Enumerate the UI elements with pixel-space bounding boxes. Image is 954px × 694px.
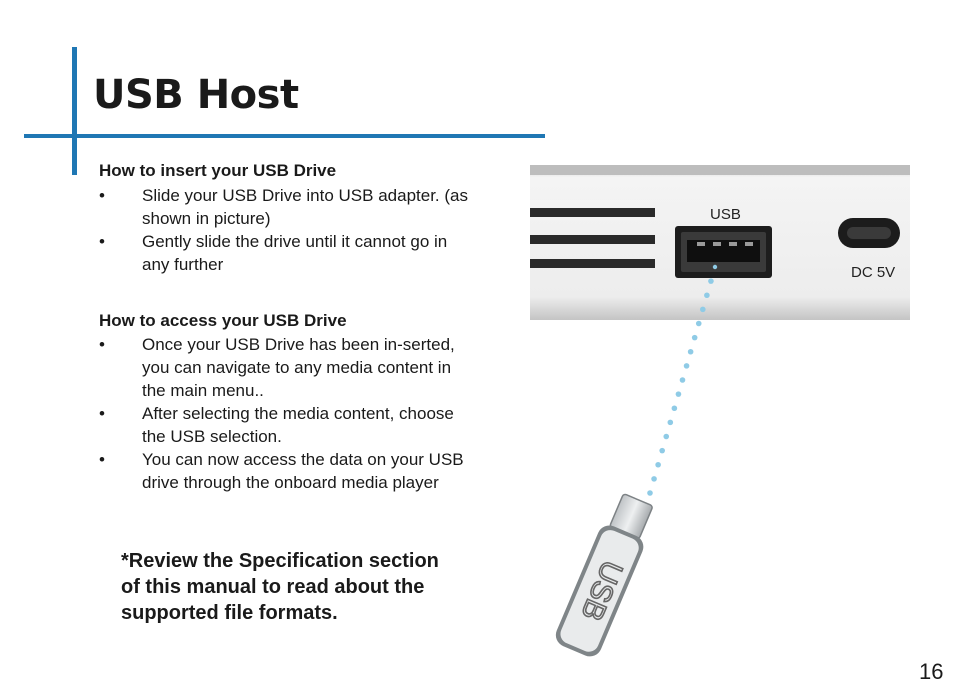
title-accent-horizontal-bar: [24, 134, 545, 138]
list-item: • Once your USB Drive has been in-serted,…: [99, 333, 479, 402]
connection-dot: [663, 433, 670, 440]
connection-dot: [695, 320, 702, 327]
connection-dotted-line: [647, 264, 718, 496]
list-item-text: Gently slide the drive until it cannot g…: [142, 232, 448, 274]
insert-list: • Slide your USB Drive into USB adapter. …: [99, 184, 479, 276]
list-item: • After selecting the media content, choo…: [99, 402, 479, 448]
usb-port: [675, 226, 772, 278]
list-item: • You can now access the data on your USB…: [99, 448, 479, 494]
list-item-text: You can now access the data on your USB …: [142, 450, 464, 492]
bullet: •: [99, 335, 105, 354]
connection-dot: [700, 306, 706, 313]
connection-dot: [659, 447, 665, 454]
list-item-text: Slide your USB Drive into USB adapter. (…: [142, 186, 468, 228]
connection-dot: [671, 405, 678, 412]
connection-dot: [708, 278, 714, 284]
vent-slot: [530, 208, 655, 217]
connection-dot: [675, 391, 682, 397]
vent-slot: [530, 259, 655, 268]
access-list: • Once your USB Drive has been in-serted,…: [99, 333, 479, 494]
page-number: 16: [919, 659, 944, 684]
dc-port-label: DC 5V: [851, 264, 895, 281]
connection-dot: [647, 490, 653, 496]
connection-dot: [679, 377, 686, 383]
access-heading: How to access your USB Drive: [99, 311, 347, 330]
connection-dot: [651, 476, 657, 482]
list-item-text: After selecting the media content, choos…: [142, 404, 454, 446]
insert-heading: How to insert your USB Drive: [99, 161, 337, 180]
dc-power-port: [838, 218, 900, 248]
connection-dot: [655, 461, 661, 468]
list-item-text: Once your USB Drive has been in-serted, …: [142, 335, 455, 400]
connection-dot: [687, 348, 694, 355]
bullet: •: [99, 450, 105, 469]
bullet: •: [99, 404, 105, 423]
list-item: • Slide your USB Drive into USB adapter. …: [99, 184, 479, 230]
connection-dot: [712, 264, 718, 270]
list-item: • Gently slide the drive until it cannot …: [99, 230, 479, 276]
specification-note: *Review the Specification section of thi…: [121, 550, 439, 624]
vent-slot: [530, 235, 655, 244]
connection-dot: [691, 334, 698, 341]
page-title: USB Host: [93, 72, 299, 118]
bullet: •: [99, 186, 105, 205]
usb-insertion-illustration: USB DC 5V USB: [530, 165, 910, 657]
bullet: •: [99, 232, 105, 251]
title-accent-vertical-bar: [72, 47, 77, 175]
connection-dot: [683, 363, 690, 369]
usb-port-label: USB: [710, 206, 741, 223]
connection-dot: [704, 292, 710, 299]
usb-flash-drive: USB: [555, 493, 653, 657]
connection-dot: [667, 419, 674, 426]
